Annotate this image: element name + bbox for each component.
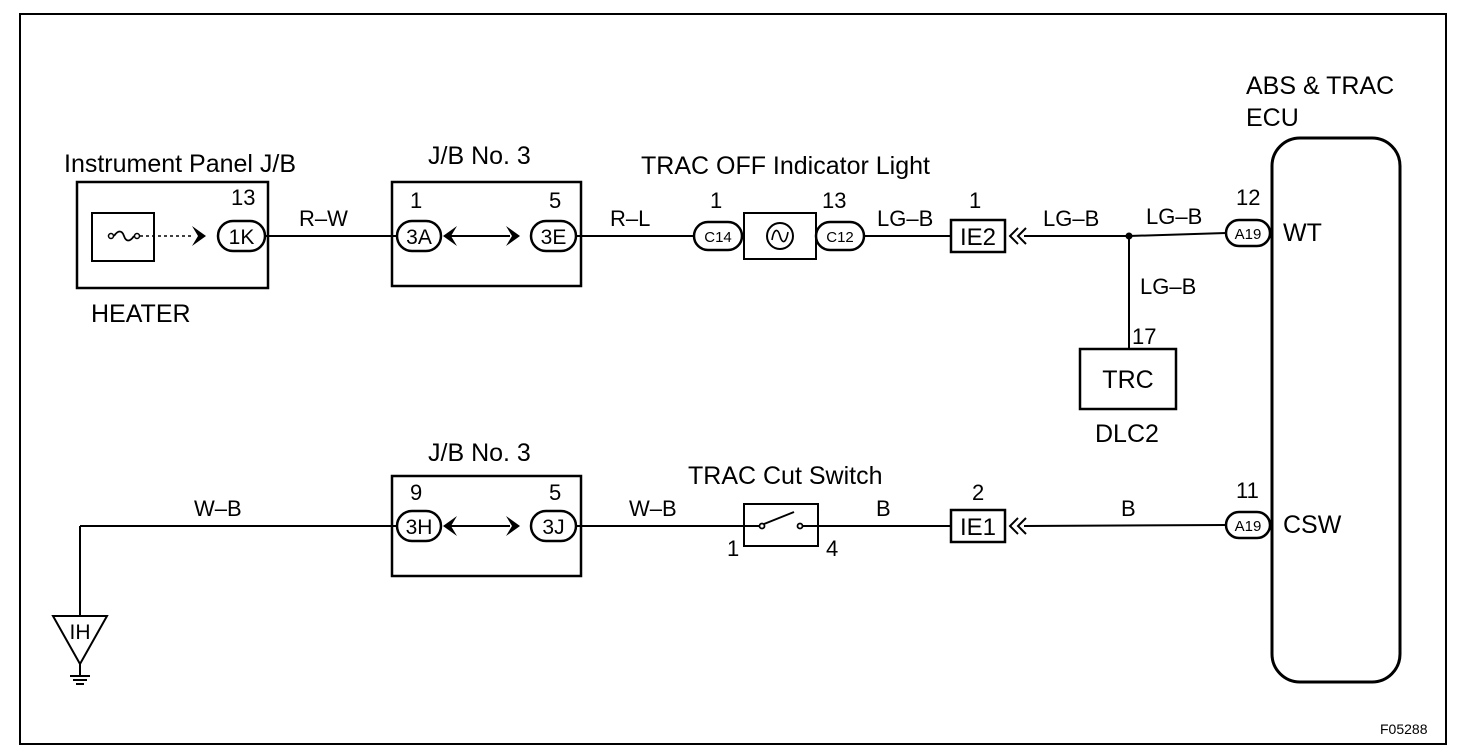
ie1-pin: 2 (972, 480, 984, 505)
wire-label-switch-ie1: B (876, 496, 891, 521)
ecu-body (1270, 136, 1402, 684)
indicator-title: TRAC OFF Indicator Light (641, 152, 930, 180)
switch-pin-right: 4 (826, 536, 838, 561)
jb-bottom-pin-right: 5 (549, 480, 561, 505)
fuse-icon (107, 230, 141, 242)
jb-top-pin-right: 5 (549, 188, 561, 213)
terminal-arrow-icon (192, 226, 206, 246)
switch-title: TRAC Cut Switch (688, 462, 882, 490)
switch-pin-left: 1 (727, 536, 739, 561)
connector-c14-label: C14 (704, 229, 732, 246)
chevron-left-icon (1008, 517, 1027, 535)
connector-ie1-label: IE1 (960, 514, 996, 541)
connector-3h: 3H (395, 509, 443, 543)
connector-c14: C14 (692, 220, 744, 252)
ecu-terminal-wt: WT (1283, 219, 1322, 247)
dlc2-terminal: TRC (1102, 366, 1153, 394)
wire-ie1-to-ecu (1023, 524, 1227, 527)
ecu-terminal-csw: CSW (1283, 511, 1342, 539)
terminal-arrow-icon (443, 516, 457, 536)
connector-c12-label: C12 (826, 229, 854, 246)
ecu-connector-wt-label: A19 (1235, 226, 1262, 243)
wire-label-indicator-ie2: LG–B (877, 206, 933, 231)
jb-bottom-title: J/B No. 3 (428, 439, 531, 467)
wire-label-ie2-junction: LG–B (1043, 206, 1099, 231)
heater-fuse-box (91, 212, 155, 262)
connector-ie2 (949, 218, 1007, 254)
connector-ie2-label: IE2 (960, 224, 996, 251)
wire-label-r-w: R–W (299, 206, 348, 231)
indicator-pin-left: 1 (710, 188, 722, 213)
switch-icon (744, 511, 818, 530)
wire-label-jb-switch: W–B (629, 496, 677, 521)
ecu-connector-csw-label: A19 (1235, 518, 1262, 535)
indicator-pin-right: 13 (822, 188, 846, 213)
dlc2-box (1078, 347, 1178, 411)
wire-label-ground: W–B (194, 496, 242, 521)
dlc2-pin: 17 (1132, 324, 1156, 349)
ecu-pin-wt: 12 (1236, 185, 1260, 210)
jb-top-box (390, 180, 583, 288)
ground-label: IH (70, 621, 91, 644)
connector-3a: 3A (395, 219, 443, 253)
wire-label-ie1-ecu: B (1121, 496, 1136, 521)
jb-top-pin-left: 1 (410, 188, 422, 213)
heater-label: HEATER (91, 300, 191, 328)
jb-bottom-pin-left: 9 (410, 480, 422, 505)
chevron-left-icon (1008, 227, 1027, 245)
wire-junction-to-ecu (1128, 232, 1227, 237)
wire-label-junction-dlc2: LG–B (1140, 274, 1196, 299)
figure-code: F05288 (1380, 721, 1428, 737)
wire-label-junction-ecu: LG–B (1146, 204, 1202, 229)
terminal-arrow-icon (506, 516, 520, 536)
ecu-title-line1: ABS & TRAC (1246, 72, 1394, 100)
wire-label-r-l: R–L (610, 206, 650, 231)
connector-3h-label: 3H (406, 516, 433, 539)
diagram-frame (19, 13, 1447, 745)
connector-ie1 (949, 508, 1007, 544)
ie2-pin: 1 (969, 188, 981, 213)
connector-3a-label: 3A (406, 226, 432, 249)
terminal-arrow-icon (506, 226, 520, 246)
connector-3j: 3J (529, 509, 578, 543)
connector-1k-label: 1K (229, 226, 255, 249)
connector-3e-label: 3E (541, 226, 567, 249)
connector-3e: 3E (529, 219, 578, 253)
connector-3j-label: 3J (542, 516, 564, 539)
ecu-title-line2: ECU (1246, 104, 1299, 132)
ecu-pin-csw: 11 (1236, 478, 1259, 503)
ecu-connector-wt: A19 (1224, 218, 1272, 248)
ecu-connector-csw: A19 (1224, 510, 1272, 540)
jb-top-title: J/B No. 3 (428, 142, 531, 170)
dlc2-title: DLC2 (1095, 420, 1159, 448)
bulb-icon (766, 222, 794, 250)
instrument-panel-pin: 13 (231, 185, 255, 210)
connector-c12: C12 (814, 220, 866, 252)
instrument-panel-title: Instrument Panel J/B (64, 150, 296, 178)
terminal-arrow-icon (443, 226, 457, 246)
connector-1k: 1K (216, 219, 267, 253)
ground-icon (51, 615, 109, 685)
